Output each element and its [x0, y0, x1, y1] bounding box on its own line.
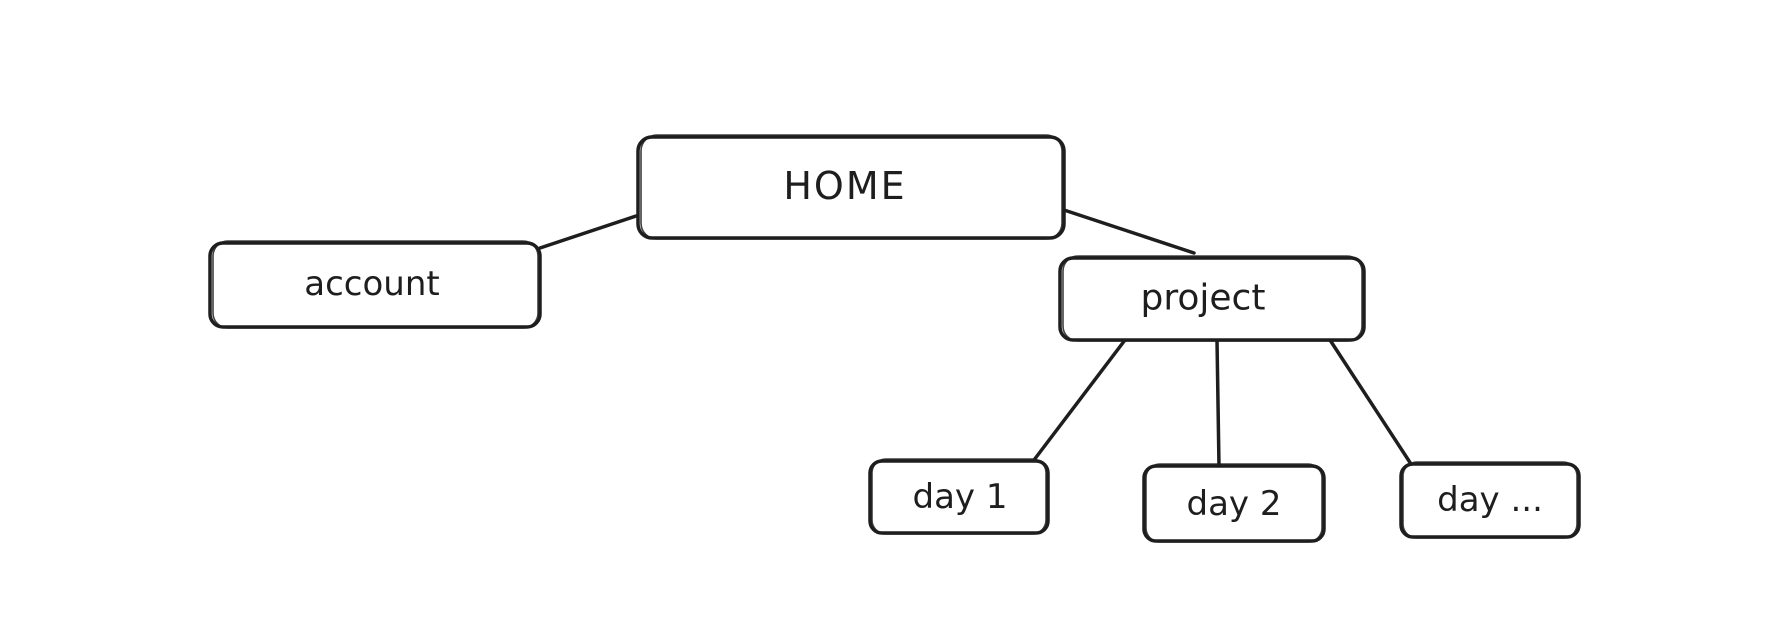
edge-home-project: [1062, 208, 1196, 255]
node-day-more-label: day ...: [1437, 480, 1543, 520]
node-home[interactable]: HOME: [636, 134, 1066, 240]
edge-project-day-more: [1328, 338, 1413, 466]
node-project-label: project: [1141, 278, 1266, 319]
diagram-edges: [538, 208, 1413, 468]
node-day-1[interactable]: day 1: [868, 458, 1050, 535]
edge-project-day1: [1032, 338, 1127, 462]
node-home-label: HOME: [783, 164, 906, 208]
node-day-2[interactable]: day 2: [1142, 463, 1326, 543]
node-day-2-label: day 2: [1187, 484, 1282, 524]
edge-home-account: [538, 214, 638, 250]
edge-project-day2: [1215, 338, 1221, 468]
node-account-label: account: [304, 264, 439, 304]
node-day-1-label: day 1: [913, 477, 1008, 517]
node-day-more[interactable]: day ...: [1399, 461, 1581, 539]
node-account[interactable]: account: [208, 240, 542, 329]
node-project[interactable]: project: [1058, 255, 1366, 342]
